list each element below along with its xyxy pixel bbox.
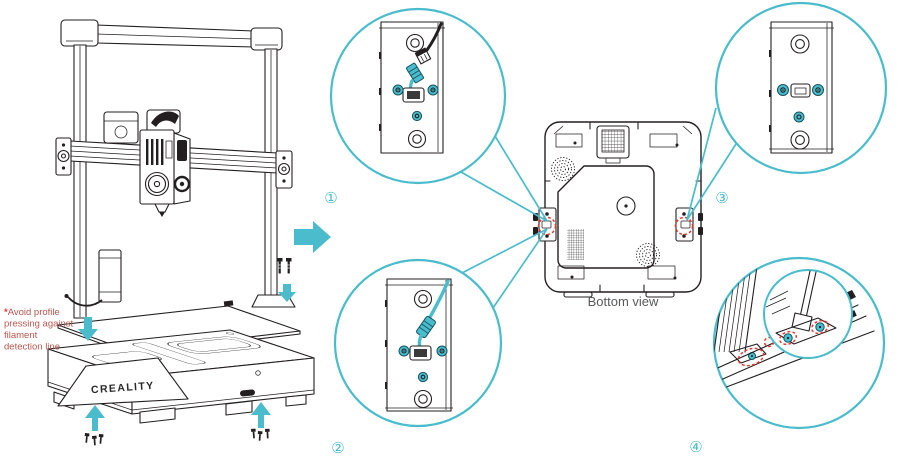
filament-detection-cable <box>67 296 103 307</box>
svg-text:pressing against: pressing against <box>4 319 74 330</box>
callout-1-number: ① <box>324 189 337 207</box>
bottom-view: Bottom view <box>533 121 703 309</box>
teal-cable-connector <box>406 62 424 84</box>
callout-2-number: ② <box>331 439 344 457</box>
screw-right <box>812 84 824 96</box>
screw-a-highlight <box>779 330 797 346</box>
brand-logo: CREALITY <box>91 380 155 396</box>
top-connector-socket <box>596 125 630 164</box>
screw-b-highlight <box>811 319 829 335</box>
bottom-view-label: Bottom view <box>588 294 659 309</box>
callout-3-pointer <box>686 107 737 221</box>
callout-4: ④ <box>689 256 886 456</box>
svg-text:filament: filament <box>4 330 38 341</box>
right-connector-highlight <box>674 216 694 236</box>
arrow-down-right-column-icon <box>278 284 296 302</box>
callout-3: ③ <box>714 1 888 207</box>
svg-text:*Avoid profile: *Avoid profile <box>4 307 60 318</box>
callout-1-panel <box>379 21 445 154</box>
logo-bevel-panel <box>57 357 189 407</box>
note-asterisk: * <box>4 307 8 318</box>
black-cable <box>425 22 443 52</box>
black-cable-connector <box>414 47 432 65</box>
arrow-down-bed-icon <box>78 317 98 341</box>
screws-bottom-right <box>251 428 270 441</box>
callout-1: ① <box>324 7 507 207</box>
teal-cable <box>427 279 450 321</box>
screw-b <box>815 322 825 332</box>
screw-center <box>417 371 429 383</box>
foot-screw-highlight <box>737 347 765 367</box>
vent-grid <box>567 229 584 260</box>
callout-4-magnified <box>765 270 837 346</box>
base-unit: CREALITY <box>47 329 315 424</box>
power-port <box>240 389 255 397</box>
speaker-grille <box>551 157 575 181</box>
warning-note: *Avoid profile pressing against filament… <box>4 307 74 353</box>
z-motor <box>64 249 122 307</box>
callout-3-number: ③ <box>715 189 728 207</box>
print-head <box>139 109 191 217</box>
callout-4-number: ④ <box>689 438 702 456</box>
screw-center <box>793 111 805 123</box>
screw-center <box>411 110 423 122</box>
callout-2: ② <box>331 258 503 457</box>
left-connector-highlight <box>537 216 557 236</box>
x-motor <box>103 111 139 144</box>
arrow-right-step-icon <box>294 221 331 253</box>
gantry-top-beam <box>60 19 283 51</box>
screw-right <box>427 84 439 96</box>
callout-4-magnifier <box>763 269 853 359</box>
screw-left <box>398 345 410 357</box>
screw-left <box>392 84 404 96</box>
screws-right-column <box>277 258 292 274</box>
screw-right <box>436 345 448 357</box>
callout-2-pointer <box>461 228 548 309</box>
svg-text:detection line: detection line <box>4 342 60 353</box>
printer-front-view: CREALITY <box>47 19 315 446</box>
screw-a <box>783 333 793 343</box>
buzzer-rings <box>636 243 660 267</box>
screw-left <box>777 84 789 96</box>
callout-3-panel <box>769 21 834 154</box>
arrow-up-right-icon <box>251 402 271 428</box>
callout-1-pointer <box>460 135 548 222</box>
callout-2-panel <box>385 278 453 412</box>
arrow-up-left-icon <box>85 405 105 431</box>
left-connector-plate <box>533 207 557 242</box>
screws-bottom-left <box>84 433 104 446</box>
